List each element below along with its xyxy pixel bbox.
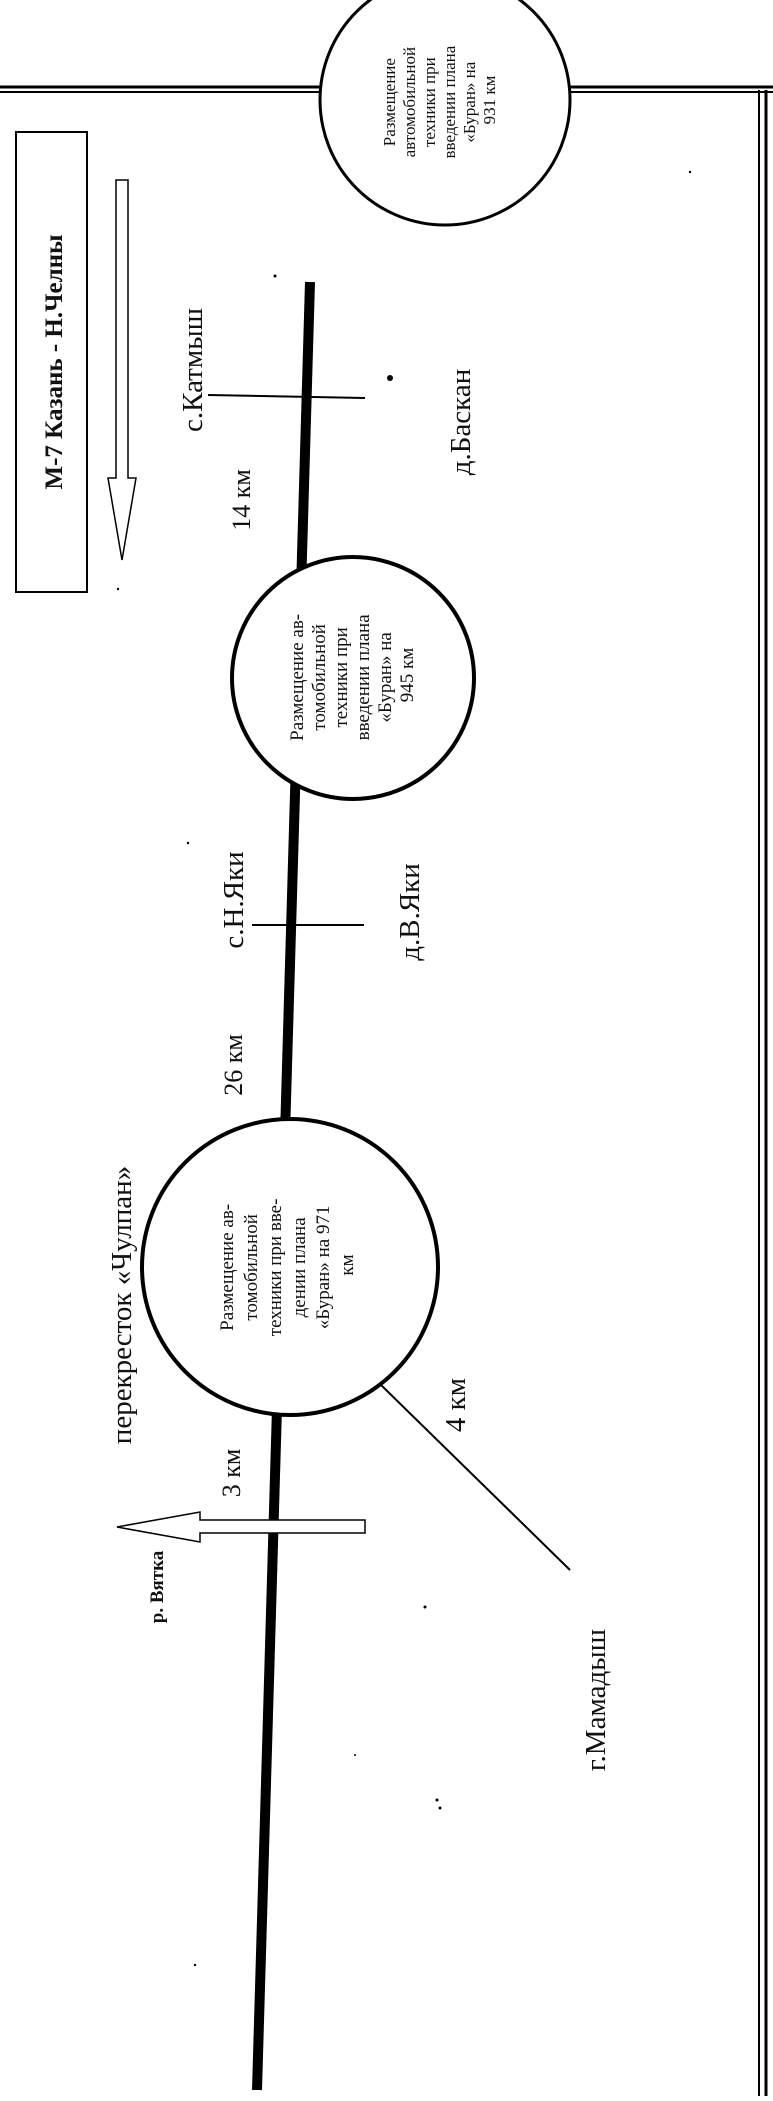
n-yaki-label: с.Н.Яки: [218, 851, 250, 948]
zone-945-line-4: введении плана: [353, 614, 374, 741]
zone-971-line-3: техники при вве-: [265, 1199, 286, 1337]
distance-14km: 14 км: [227, 469, 256, 531]
zone-971-line-2: томобильной: [241, 1214, 262, 1321]
chulpan-junction-label: перекресток «Чулпан»: [106, 1166, 138, 1444]
river-label: р. Вятка: [147, 1550, 168, 1623]
katmysh-crossroad: [207, 394, 366, 399]
zone-971-line-6: км: [337, 1254, 358, 1275]
zone-945-line-6: 945 км: [397, 648, 418, 703]
zone-931-line-1: Размещение: [380, 58, 399, 146]
zone-971-line-1: Размещение ав-: [217, 1204, 238, 1331]
zone-971-text: Размещение ав- томобильной техники при в…: [217, 1194, 358, 1336]
zone-971-line-4: дении плана: [289, 1217, 310, 1318]
zone-945-line-3: техники при: [331, 627, 352, 727]
zone-945-text: Размещение ав- томобильной техники при в…: [287, 609, 418, 741]
zone-circle-945: [230, 555, 476, 801]
scan-specks: [116, 170, 692, 1967]
mamadysh-label: г.Мамадыш: [580, 1629, 612, 1771]
mamadysh-leader-line: [380, 1384, 571, 1571]
zone-945-line-1: Размещение ав-: [287, 614, 308, 741]
distance-26km: 26 км: [219, 1034, 248, 1096]
zone-931-line-3: техники при: [420, 57, 439, 147]
zone-931-line-6: 931 км: [480, 75, 499, 124]
route-title: М-7 Казань - Н.Челны: [41, 234, 68, 489]
v-yaki-label: д.В.Яки: [394, 863, 426, 961]
distance-4km: 4 км: [440, 1378, 472, 1432]
baskan-label: д.Баскан: [445, 369, 477, 475]
distance-3km: 3 км: [217, 1449, 246, 1498]
zone-931-text: Размещение автомобильной техники при вве…: [380, 41, 499, 158]
route-title-box: [15, 131, 88, 593]
zone-circle-971: [140, 1117, 440, 1417]
zone-971-line-5: «Буран» на 971: [313, 1206, 334, 1330]
katmysh-label: с.Катмыш: [177, 308, 209, 432]
zone-931-line-5: «Буран» на: [460, 61, 479, 142]
direction-arrow: [107, 179, 137, 561]
river-arrow: [116, 1511, 366, 1543]
zone-945-line-5: «Буран» на: [375, 632, 396, 723]
zone-931-line-4: введении плана: [440, 45, 459, 158]
zone-circle-931: [318, 0, 572, 227]
zone-945-line-2: томобильной: [309, 624, 330, 731]
zone-931-line-2: автомобильной: [400, 47, 419, 157]
